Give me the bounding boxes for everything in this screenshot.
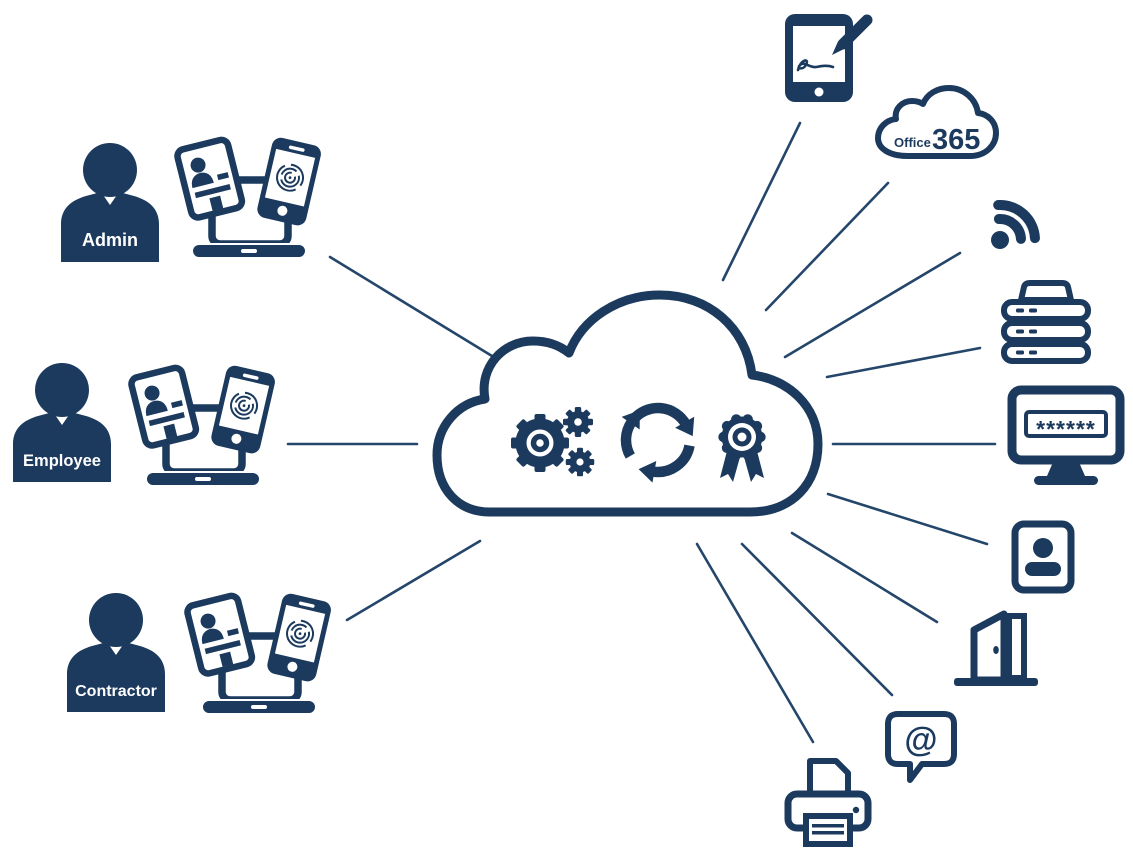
fingerprint-phone-icon xyxy=(267,593,331,682)
office-365-label: 365 xyxy=(932,124,980,156)
user-label-employee: Employee xyxy=(23,452,101,470)
email-bubble-icon: @ xyxy=(885,711,957,783)
id-card-icon xyxy=(184,592,256,677)
service-signature-tablet xyxy=(783,10,875,106)
laptop-base xyxy=(191,243,307,259)
devices-icon xyxy=(184,592,331,715)
connector-line-email xyxy=(740,542,894,697)
office-365-cloud-icon: Office 365 xyxy=(875,85,999,159)
user-label-admin: Admin xyxy=(82,230,138,250)
printer-icon xyxy=(784,758,872,847)
password-monitor-icon: ****** xyxy=(1007,385,1125,485)
signature-tablet-icon xyxy=(785,14,873,102)
gears-icon xyxy=(511,407,595,477)
service-server-stack xyxy=(1001,280,1091,364)
connector-line-wireless xyxy=(783,251,962,359)
connector-line-office-365 xyxy=(764,181,890,312)
connector-line-id-badge xyxy=(826,492,989,546)
fingerprint-phone-icon xyxy=(211,365,275,454)
person-icon: Employee xyxy=(13,363,111,482)
laptop-base xyxy=(201,699,317,715)
connector-line-signature-tablet xyxy=(721,121,802,282)
at-symbol: @ xyxy=(904,721,937,759)
devices-icon xyxy=(128,364,275,487)
service-wireless xyxy=(972,188,1050,260)
door-icon xyxy=(954,610,1038,686)
connector-line-server-stack xyxy=(825,346,982,379)
fingerprint-icon xyxy=(230,391,259,420)
wifi-icon xyxy=(991,200,1040,249)
service-id-badge xyxy=(1011,520,1075,594)
laptop-base xyxy=(145,471,261,487)
id-card-icon xyxy=(174,136,246,221)
connector-line-contractor xyxy=(345,539,482,622)
user-group-admin: Admin xyxy=(54,142,166,262)
user-group-employee: Employee xyxy=(6,362,118,482)
service-email: @ xyxy=(884,708,960,788)
id-badge-icon xyxy=(1011,520,1075,594)
central-cloud xyxy=(428,280,823,525)
server-stack-icon xyxy=(1001,280,1091,364)
office-label: Office xyxy=(894,135,931,150)
certificate-ribbon-icon xyxy=(718,414,766,482)
service-office-365: Office 365 xyxy=(872,78,1002,168)
connector-line-printer xyxy=(695,542,815,744)
person-icon: Contractor xyxy=(67,593,165,712)
id-card-icon xyxy=(128,364,200,449)
connector-line-admin xyxy=(328,255,494,358)
service-printer xyxy=(784,758,872,854)
fingerprint-phone-icon xyxy=(257,137,321,226)
service-door xyxy=(952,602,1040,690)
device-cluster-employee xyxy=(126,350,278,490)
user-label-contractor: Contractor xyxy=(75,683,157,700)
cloud-icon xyxy=(432,290,823,517)
service-password-monitor: ****** xyxy=(1007,385,1125,486)
signature-squiggle xyxy=(796,59,835,72)
connector-line-door xyxy=(790,531,939,624)
password-mask: ****** xyxy=(1036,416,1096,442)
fingerprint-icon xyxy=(286,619,315,648)
person-icon: Admin xyxy=(61,143,159,262)
fingerprint-icon xyxy=(276,163,305,192)
device-cluster-contractor xyxy=(182,578,334,718)
recycle-icon xyxy=(620,402,695,483)
device-cluster-admin xyxy=(172,122,324,262)
user-group-contractor: Contractor xyxy=(60,592,172,712)
devices-icon xyxy=(174,136,321,259)
pen-icon xyxy=(832,14,873,55)
